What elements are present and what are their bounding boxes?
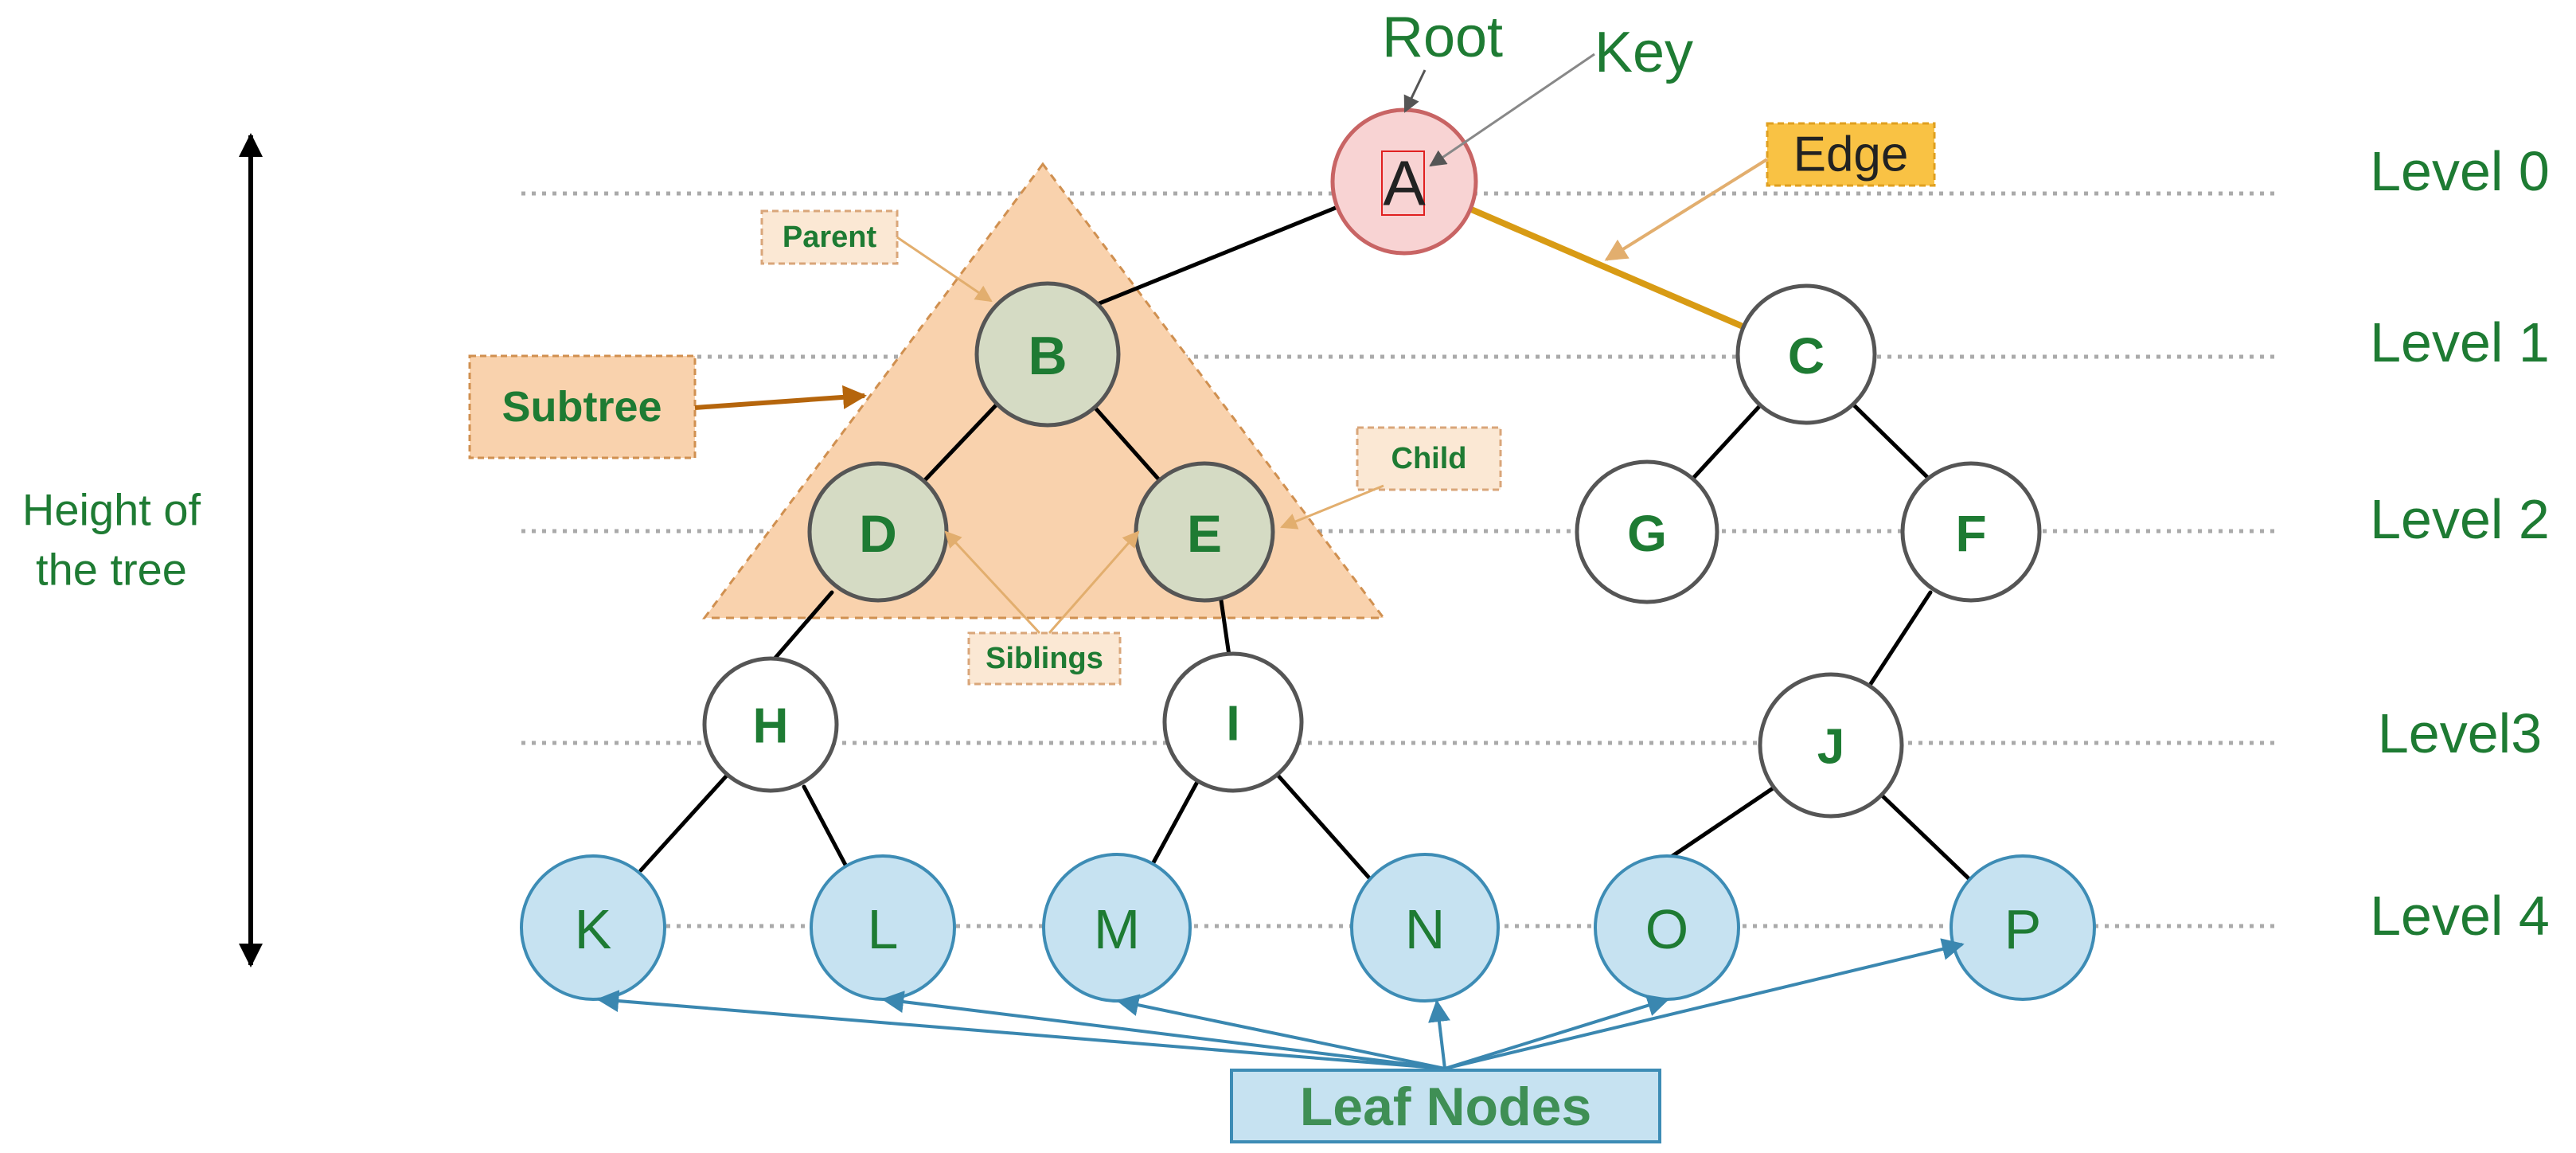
edge-c-g xyxy=(1687,400,1766,485)
parent-label-box xyxy=(760,209,899,265)
node-m-label: M xyxy=(1094,898,1140,960)
level-0-label: Level 0 xyxy=(2370,140,2550,202)
level-labels: Level 0 Level 1 Level 2 Level3 Level 4 xyxy=(2370,140,2550,947)
leaf-arrow-l xyxy=(881,991,1446,1070)
node-b-label: B xyxy=(1028,326,1067,386)
level-4-label: Level 4 xyxy=(2370,885,2550,947)
leaf-arrow-m xyxy=(1116,994,1446,1070)
node-e-label: E xyxy=(1187,504,1222,563)
edge-h-k xyxy=(638,774,728,873)
tree-edges xyxy=(638,201,1975,885)
edge-i-n xyxy=(1273,770,1375,884)
node-j-label: J xyxy=(1817,720,1844,775)
parent-label: Parent xyxy=(783,221,877,254)
node-j: J xyxy=(1758,672,1904,819)
subtree-label-box xyxy=(468,354,697,459)
node-k-label: K xyxy=(575,898,612,960)
node-l-label: L xyxy=(868,898,899,960)
node-h: H xyxy=(702,656,839,793)
leaf-arrows xyxy=(596,938,1965,1070)
leaf-arrow-n xyxy=(1428,999,1450,1069)
edge-h-l xyxy=(802,784,849,869)
leaf-arrow-p xyxy=(1444,938,1965,1070)
node-a-label: A xyxy=(1383,148,1426,219)
highlighted-edge-a-c xyxy=(1466,205,1744,329)
edge-j-p xyxy=(1876,790,1975,885)
leaf-arrow-o xyxy=(1444,995,1670,1070)
siblings-arrow-right xyxy=(1048,530,1140,634)
node-n-label: N xyxy=(1405,898,1446,960)
leaf-node-m: M xyxy=(1042,853,1192,1003)
edge-j-o xyxy=(1665,784,1778,862)
edge-label-box xyxy=(1766,122,1936,187)
node-a: A xyxy=(1330,107,1478,256)
root-label: Root xyxy=(1382,6,1503,69)
height-label-line2: the tree xyxy=(36,545,187,595)
key-label: Key xyxy=(1594,21,1693,84)
edge-b-e xyxy=(1090,402,1165,486)
node-f: F xyxy=(1900,461,2042,603)
leaf-node-n: N xyxy=(1350,853,1500,1003)
tree-nodes: A B C D E G F H xyxy=(520,107,2096,1003)
node-p-label: P xyxy=(2004,898,2042,960)
leaf-nodes-label: Leaf Nodes xyxy=(1300,1077,1592,1137)
subtree-label: Subtree xyxy=(502,383,662,431)
edge-e-i xyxy=(1218,592,1232,663)
node-i-label: I xyxy=(1226,697,1239,752)
level-2-label: Level 2 xyxy=(2370,488,2550,550)
node-f-label: F xyxy=(1955,505,1986,562)
edge-i-m xyxy=(1150,780,1200,866)
key-arrow xyxy=(1429,53,1595,167)
subtree-arrow xyxy=(694,385,867,410)
level-3-label: Level3 xyxy=(2378,702,2542,764)
node-h-label: H xyxy=(753,699,789,754)
siblings-arrow-left xyxy=(944,530,1041,635)
node-b: B xyxy=(974,281,1121,428)
node-c: C xyxy=(1735,283,1877,425)
root-arrow xyxy=(1403,69,1427,113)
leaf-node-k: K xyxy=(520,854,666,1001)
node-g: G xyxy=(1575,459,1719,604)
node-c-label: C xyxy=(1788,327,1825,385)
edge-a-b xyxy=(1097,201,1348,306)
siblings-label-box xyxy=(967,631,1122,686)
leaf-node-l: L xyxy=(810,854,956,1001)
child-arrow xyxy=(1280,484,1384,530)
edge-c-f xyxy=(1848,400,1935,485)
siblings-label: Siblings xyxy=(986,642,1103,675)
leaf-arrow-k xyxy=(596,990,1446,1070)
edge-b-d xyxy=(919,402,999,486)
edge-label: Edge xyxy=(1793,127,1909,182)
edge-arrow xyxy=(1604,158,1769,261)
leaf-node-o: O xyxy=(1594,854,1740,1001)
child-label: Child xyxy=(1391,442,1467,475)
edge-f-j xyxy=(1864,590,1933,694)
edge-d-h xyxy=(768,590,834,666)
node-d: D xyxy=(807,461,949,603)
node-e: E xyxy=(1134,461,1275,603)
parent-arrow xyxy=(896,236,993,303)
leaf-nodes-label-box xyxy=(1230,1069,1661,1143)
child-label-box xyxy=(1356,426,1502,491)
node-i: I xyxy=(1162,651,1304,793)
level-1-label: Level 1 xyxy=(2370,311,2550,373)
node-o-label: O xyxy=(1645,898,1688,960)
leaf-node-p: P xyxy=(1950,854,2096,1001)
node-d-label: D xyxy=(859,504,897,563)
key-highlight-box xyxy=(1381,150,1425,216)
node-g-label: G xyxy=(1627,505,1667,562)
height-label-line1: Height of xyxy=(22,485,201,535)
